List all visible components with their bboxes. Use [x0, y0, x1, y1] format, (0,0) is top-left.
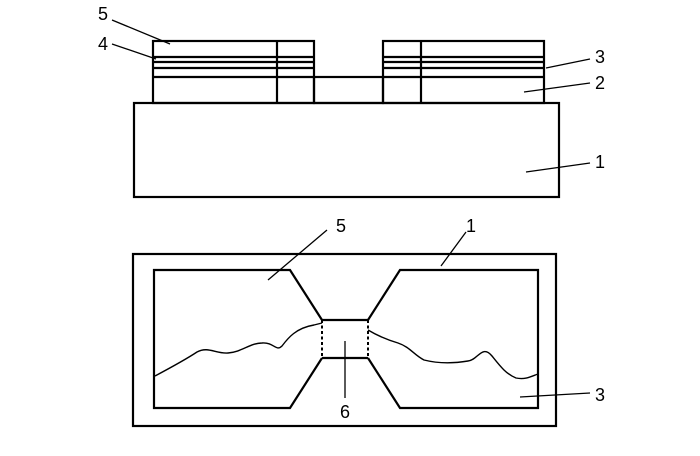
label-top-2: 2: [595, 73, 605, 93]
label-bottom-1: 1: [466, 216, 476, 236]
left-electrode-stack: [151, 39, 316, 105]
leader-top-1: [525, 162, 591, 173]
layer3-boundary-right: [367, 329, 539, 380]
plan-view: 5 1 6 3: [131, 216, 605, 428]
right-electrode-stack: [381, 39, 546, 105]
label-top-4: 4: [98, 34, 108, 54]
substrate-layer-1: [132, 101, 561, 199]
layer3-boundary-left: [154, 322, 323, 377]
cross-section-view: 5 4 3 2 1: [98, 4, 605, 199]
label-bottom-5: 5: [336, 216, 346, 236]
label-bottom-3: 3: [595, 385, 605, 405]
substrate-frame: [131, 252, 558, 428]
left-electrode-pad: [152, 268, 323, 410]
leader-bottom-3: [519, 392, 591, 398]
leader-bottom-1: [440, 231, 467, 267]
label-top-5: 5: [98, 4, 108, 24]
leader-top-4: [111, 43, 157, 60]
leader-top-3: [545, 58, 591, 69]
center-channel: [312, 75, 385, 105]
right-electrode-pad: [367, 268, 540, 410]
label-bottom-6: 6: [340, 402, 350, 422]
leader-bottom-5: [267, 229, 328, 281]
leader-top-2: [523, 82, 591, 93]
leader-top-5: [111, 19, 171, 45]
label-top-3: 3: [595, 47, 605, 67]
label-top-1: 1: [595, 152, 605, 172]
